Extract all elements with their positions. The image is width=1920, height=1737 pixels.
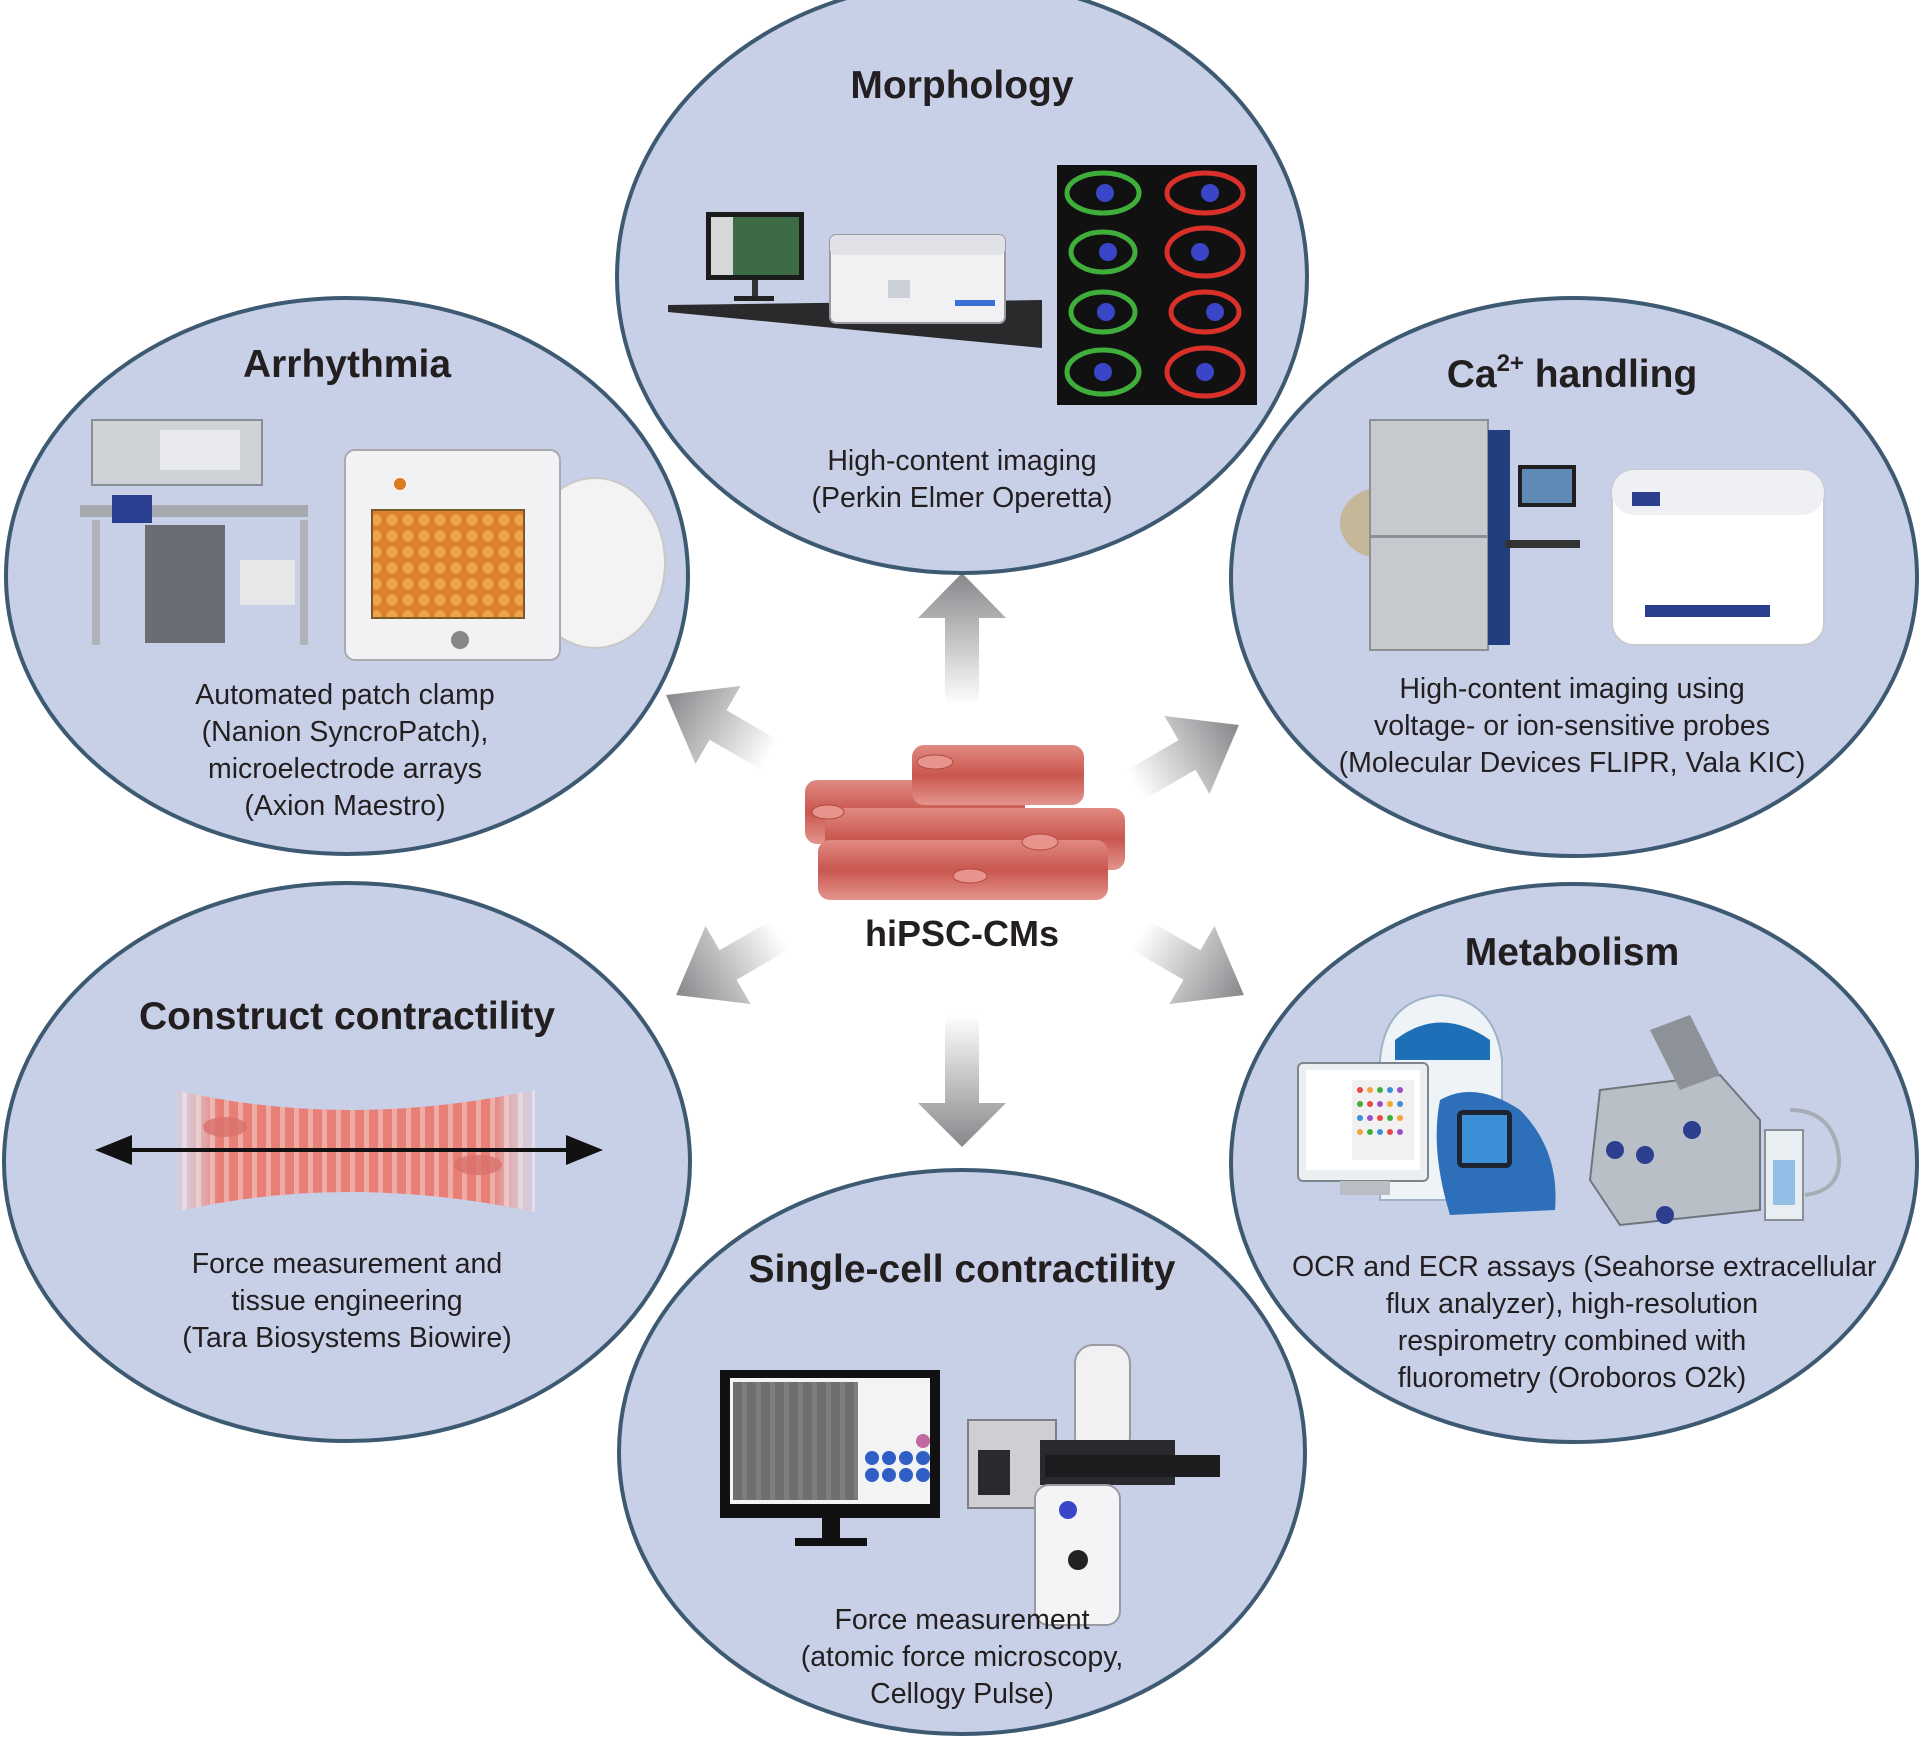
arrow-down <box>918 1015 1006 1147</box>
caption-line: High-content imaging using <box>1399 673 1745 705</box>
arrhythmia-caption: Automated patch clamp (Nanion SyncroPatc… <box>145 677 545 825</box>
caption-line: (Tara Biosystems Biowire) <box>182 1322 512 1354</box>
ca-title-superscript: 2+ <box>1496 350 1524 377</box>
cardiomyocyte-cells-illustration <box>805 745 1125 900</box>
caption-line: respirometry combined with <box>1397 1325 1747 1357</box>
caption-line: Automated patch clamp <box>195 679 495 711</box>
atomic-force-microscope-image <box>967 1344 1220 1626</box>
arrhythmia-title: Arrhythmia <box>242 343 452 386</box>
construct-contractility-title: Construct contractility <box>138 995 556 1038</box>
caption-line: OCR and ECR assays (Seahorse extracellul… <box>1292 1251 1877 1283</box>
operetta-imaging-system-image <box>668 212 1042 348</box>
caption-line: (Axion Maestro) <box>244 790 446 822</box>
construct-caption: Force measurement and tissue engineering… <box>147 1246 547 1357</box>
caption-line: High-content imaging <box>827 445 1097 477</box>
arrow-upper-right <box>1126 716 1239 800</box>
caption-line: (Nanion SyncroPatch), <box>201 716 489 748</box>
cell-staining-micrographs <box>1057 165 1257 405</box>
metabolism-caption: OCR and ECR assays (Seahorse extracellul… <box>1292 1249 1877 1397</box>
ca-title-main: Ca <box>1446 353 1497 396</box>
vala-kic-image <box>1611 469 1825 646</box>
caption-line: (atomic force microscopy, <box>800 1641 1124 1673</box>
morphology-title: Morphology <box>850 64 1074 107</box>
syncropatch-robot-image <box>80 419 308 645</box>
single-cell-contractility-title: Single-cell contractility <box>748 1248 1176 1291</box>
caption-line: tissue engineering <box>231 1285 463 1317</box>
ca-handling-caption: High-content imaging using voltage- or i… <box>1322 671 1822 782</box>
caption-line: (Molecular Devices FLIPR, Vala KIC) <box>1338 747 1806 779</box>
caption-line: fluorometry (Oroboros O2k) <box>1397 1362 1747 1394</box>
seahorse-analyzer-image <box>1297 993 1556 1215</box>
flipr-instrument-image <box>1340 419 1580 651</box>
bidirectional-force-arrow <box>95 1135 603 1165</box>
arrow-up <box>918 573 1006 705</box>
panel-single-cell-contractility <box>617 1168 1307 1736</box>
caption-line: microelectrode arrays <box>207 753 482 785</box>
arrow-upper-left <box>666 686 779 770</box>
caption-line: Force measurement <box>834 1604 1090 1636</box>
caption-line: Cellogy Pulse) <box>870 1678 1054 1710</box>
caption-line: voltage- or ion-sensitive probes <box>1373 710 1771 742</box>
ca-title-rest: handling <box>1523 353 1698 396</box>
ca-handling-title: Ca2+ handling <box>1372 352 1772 398</box>
center-label-hipsc-cms: hiPSC-CMs <box>864 913 1059 954</box>
metabolism-title: Metabolism <box>1464 931 1680 974</box>
cellogy-pulse-monitor-image <box>720 1370 940 1546</box>
oroboros-o2k-image <box>1588 1015 1841 1227</box>
caption-line: (Perkin Elmer Operetta) <box>811 482 1113 514</box>
caption-line: Force measurement and <box>191 1248 503 1280</box>
arrows <box>666 573 1244 1147</box>
arrow-lower-left <box>676 920 789 1004</box>
caption-line: flux analyzer), high-resolution <box>1385 1288 1759 1320</box>
axion-maestro-image <box>344 449 666 661</box>
arrow-lower-right <box>1131 920 1244 1004</box>
single-cell-caption: Force measurement (atomic force microsco… <box>762 1602 1162 1713</box>
morphology-caption: High-content imaging (Perkin Elmer Opere… <box>712 443 1212 517</box>
